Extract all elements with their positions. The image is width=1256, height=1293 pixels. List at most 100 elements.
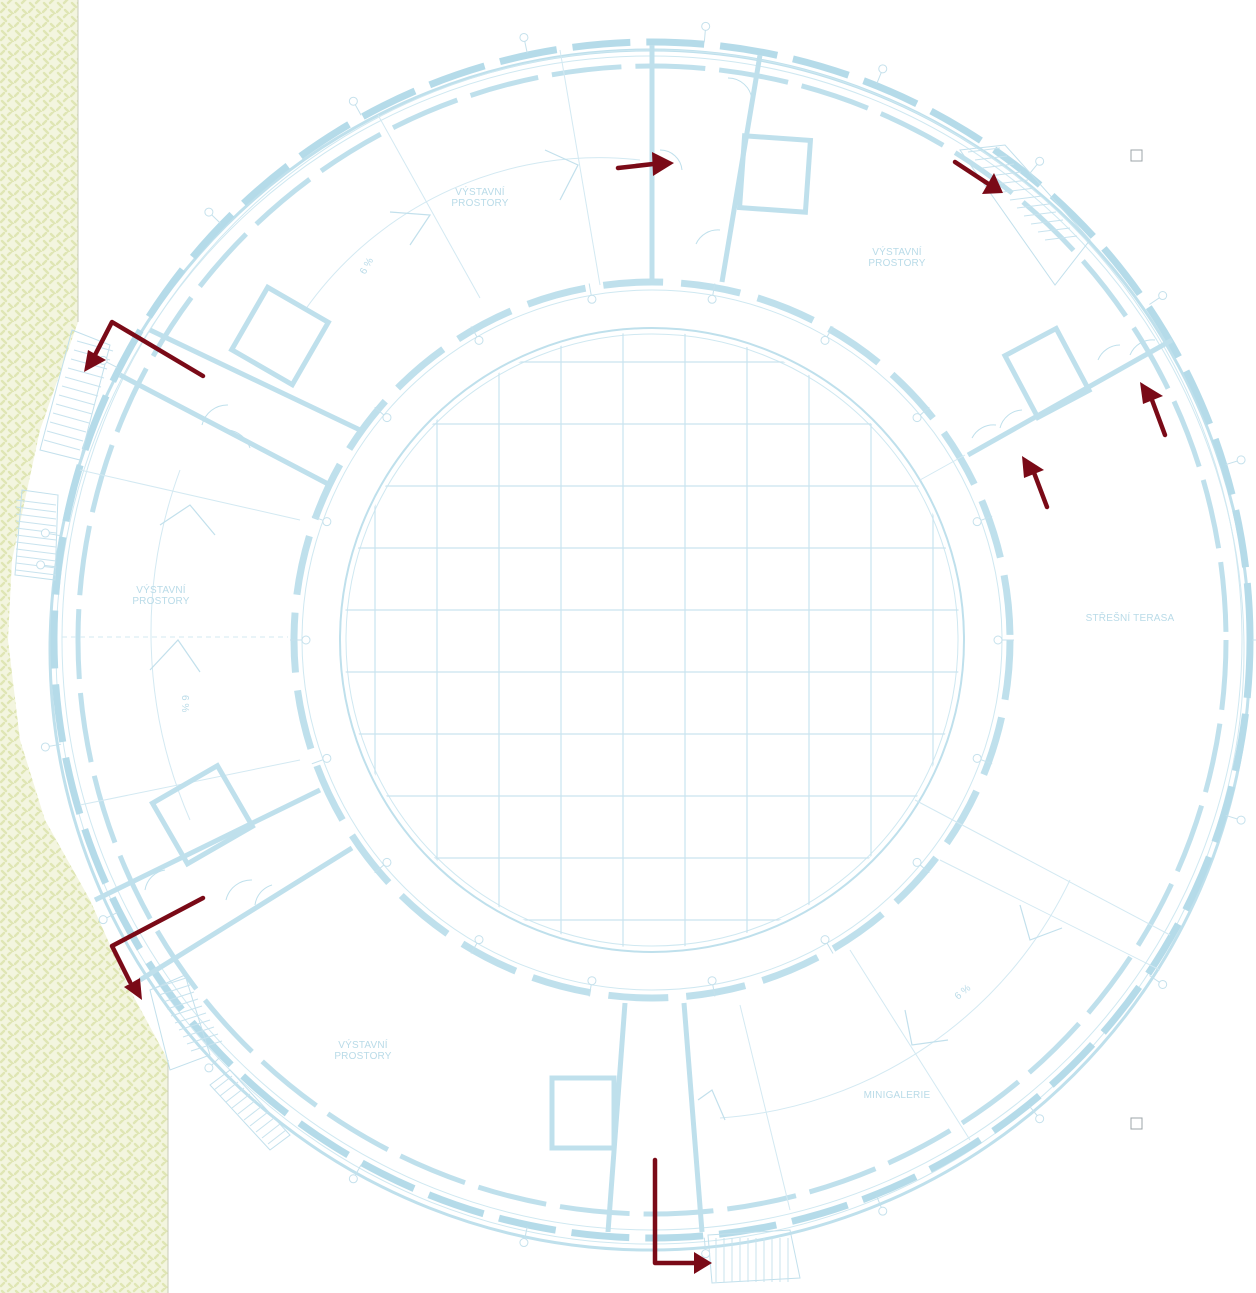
column-marker (912, 857, 922, 867)
stair-tread (15, 569, 57, 576)
column-marker (474, 335, 484, 345)
escape-arrow-east-1 (1140, 382, 1168, 438)
column-marker (348, 96, 358, 106)
escape-arrow-north (615, 152, 674, 176)
slope-label-nw: 6 % (358, 256, 376, 277)
outer-facade (50, 38, 1254, 1242)
stair-tread (15, 506, 57, 513)
stair-tread (237, 1099, 257, 1115)
room-label-gallery-nw: VÝSTAVNÍ (455, 185, 505, 198)
stair-tread (225, 1087, 245, 1103)
stair-tread (1044, 235, 1078, 241)
stair-tread (15, 513, 57, 520)
stair-tread (249, 1111, 269, 1127)
inner-ring-line (301, 289, 1003, 991)
column-marker (322, 517, 332, 527)
ground-hatch (0, 0, 168, 1293)
courtyard-edge-inner (345, 333, 959, 947)
column-marker (36, 560, 46, 570)
column-marker (707, 294, 717, 304)
column-marker (204, 207, 214, 217)
stair-tread (58, 394, 96, 406)
guide-lines (62, 49, 1171, 1211)
stair-tread (1023, 211, 1057, 217)
column-marker (40, 528, 50, 538)
room-label-gallery-sw: VÝSTAVNÍ (338, 1038, 388, 1051)
room-label-roof-terrace: STŘEŠNÍ TERASA (1086, 611, 1175, 624)
escape-arrow-ne-stair (952, 159, 1003, 194)
escape-arrow-south (652, 1157, 712, 1274)
column-marker (1236, 455, 1246, 465)
stair-tread (61, 385, 99, 397)
stair-tread (190, 1040, 223, 1052)
door-swings (144, 77, 1156, 906)
stair-tread (261, 1123, 281, 1139)
room-label-minigallery: MINIGALERIE (864, 1090, 931, 1101)
column-marker (993, 635, 1003, 645)
column-marker (40, 742, 50, 752)
escape-arrow-west-upper (84, 319, 206, 379)
column-marker (474, 935, 484, 945)
stair-tread (64, 376, 102, 388)
stair-tread (981, 163, 1015, 169)
column-marker (204, 1063, 214, 1073)
room-label-gallery-ne: PROSTORY (868, 258, 925, 269)
column-marker (382, 413, 392, 423)
column-marker (322, 753, 332, 763)
column-marker (878, 64, 888, 74)
column-marker (1035, 156, 1045, 166)
column-marker (382, 857, 392, 867)
slope-label-w: 6 % (179, 695, 190, 712)
room-label-gallery-nw: PROSTORY (451, 198, 508, 209)
column-marker (587, 294, 597, 304)
tick-box-bottom (1130, 1117, 1143, 1130)
stair-tread (967, 147, 1001, 153)
stair-tread (166, 998, 199, 1010)
column-marker (1158, 979, 1168, 989)
escape-arrow-east-2 (1022, 456, 1050, 510)
stair-tread (15, 534, 57, 541)
stair-tread (267, 1129, 287, 1145)
stair-tread (255, 1117, 275, 1133)
stair-tread (231, 1093, 251, 1109)
stair-tread (67, 367, 105, 379)
room-labels: VÝSTAVNÍPROSTORYVÝSTAVNÍPROSTORYVÝSTAVNÍ… (132, 185, 1174, 1101)
column-marker (1158, 291, 1168, 301)
courtyard-grid (344, 332, 960, 948)
column-marker (972, 753, 982, 763)
stair-tread (174, 1012, 207, 1024)
stairs (14, 144, 1091, 1284)
stair-tread (15, 555, 57, 562)
column-marker (820, 335, 830, 345)
stair-tread (15, 548, 57, 555)
stair-tread (243, 1105, 263, 1121)
aisle-arrows (149, 149, 1063, 1121)
tick-box-top (1130, 149, 1143, 162)
room-label-gallery-w: PROSTORY (132, 596, 189, 607)
inner-ring-wall (290, 278, 1014, 1002)
stair-tread (15, 499, 57, 506)
stair-tread (15, 527, 57, 534)
room-label-gallery-ne: VÝSTAVNÍ (872, 245, 922, 258)
stair-tread (52, 412, 90, 424)
stair-tread (49, 421, 87, 433)
courtyard-edge (339, 327, 965, 953)
stair-tread (55, 403, 93, 415)
column-marker (1236, 815, 1246, 825)
stair-tread (178, 1019, 211, 1031)
stair-tread (15, 562, 57, 569)
stair-tread (15, 520, 57, 527)
column-marker (701, 21, 711, 31)
stair-tread (15, 541, 57, 548)
stair-tread (1030, 219, 1064, 225)
stair-tread (1002, 187, 1036, 193)
column-marker (1035, 1114, 1045, 1124)
column-marker (519, 32, 529, 42)
escape-arrow-west-lower (109, 895, 206, 1000)
stair-tread (1037, 227, 1071, 233)
column-marker (348, 1174, 358, 1184)
stair-tread (170, 1005, 203, 1017)
column-marker (519, 1238, 529, 1248)
ground-edge (77, 0, 169, 1293)
